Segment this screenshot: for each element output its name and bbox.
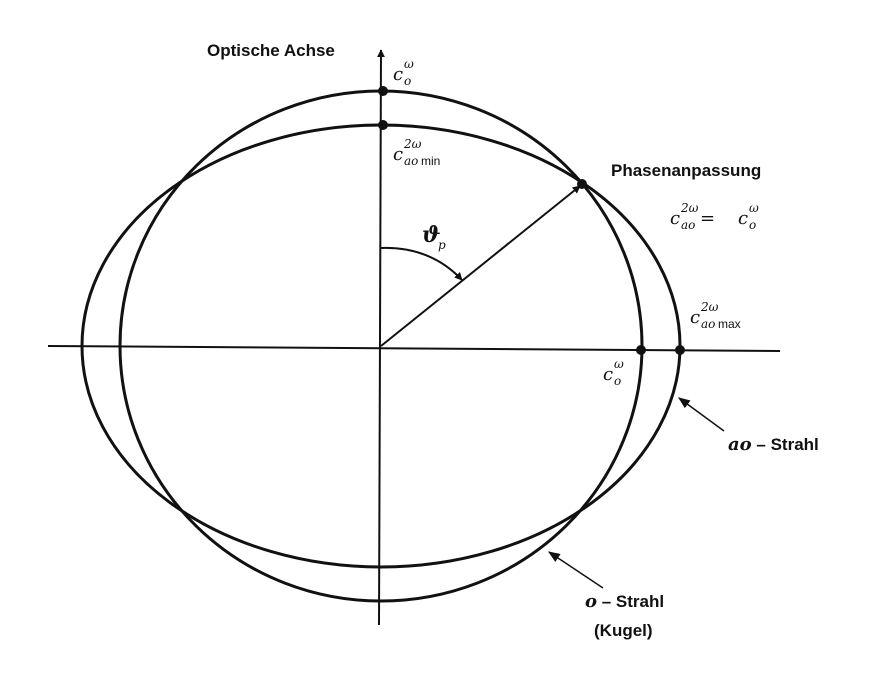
label-c-ao-max: c 2ω ao max <box>690 300 741 331</box>
label-c-o-omega-right: c ω o <box>603 357 624 388</box>
angle-arc <box>379 246 463 281</box>
svg-text:max: max <box>718 317 741 331</box>
svg-text:ϑ: ϑ <box>422 222 441 248</box>
svg-text:c: c <box>393 144 403 165</box>
ao-ray-label: ao – Strahl <box>728 434 819 455</box>
svg-text:ω: ω <box>614 357 624 371</box>
svg-text:ao: ao <box>681 218 695 232</box>
svg-text:2ω: 2ω <box>700 300 719 314</box>
ao-ray-pointer <box>678 397 725 432</box>
o-ray-label: o – Strahl <box>585 591 664 612</box>
dot-c-o-omega-top <box>378 86 388 96</box>
horizontal-axis <box>47 345 781 352</box>
svg-text:min: min <box>421 154 440 168</box>
svg-text:=: = <box>700 208 715 229</box>
dot-c-ao-max <box>675 345 685 355</box>
optic-axis-line <box>376 49 385 626</box>
svg-text:ao: ao <box>404 154 418 168</box>
svg-text:2ω: 2ω <box>403 137 422 151</box>
label-c-o-omega-top: c ω o <box>393 57 414 88</box>
angle-label: ϑ p <box>422 222 446 252</box>
svg-text:p: p <box>438 238 446 252</box>
svg-text:2ω: 2ω <box>680 201 699 215</box>
optic-axis-label: Optische Achse <box>207 41 335 60</box>
svg-text:o: o <box>614 374 621 388</box>
o-ray-pointer <box>548 551 604 589</box>
svg-text:o: o <box>404 74 411 88</box>
dot-c-ao-min <box>378 120 388 130</box>
svg-text:c: c <box>690 307 700 328</box>
phase-matching-equation: c 2ω ao = c ω o <box>670 201 759 232</box>
svg-text:c: c <box>670 208 680 229</box>
svg-text:c: c <box>603 364 613 385</box>
o-ray-sphere-label: (Kugel) <box>594 621 653 640</box>
svg-text:ω: ω <box>404 57 414 71</box>
dot-c-o-omega-right <box>636 345 646 355</box>
svg-text:c: c <box>393 64 403 85</box>
label-c-ao-min: c 2ω ao min <box>393 137 440 168</box>
svg-text:c: c <box>738 208 748 229</box>
phase-matching-label: Phasenanpassung <box>611 161 761 180</box>
phase-matching-vector <box>380 185 581 347</box>
svg-text:o: o <box>749 218 756 232</box>
svg-text:ao: ao <box>701 317 715 331</box>
svg-text:ω: ω <box>749 201 759 215</box>
